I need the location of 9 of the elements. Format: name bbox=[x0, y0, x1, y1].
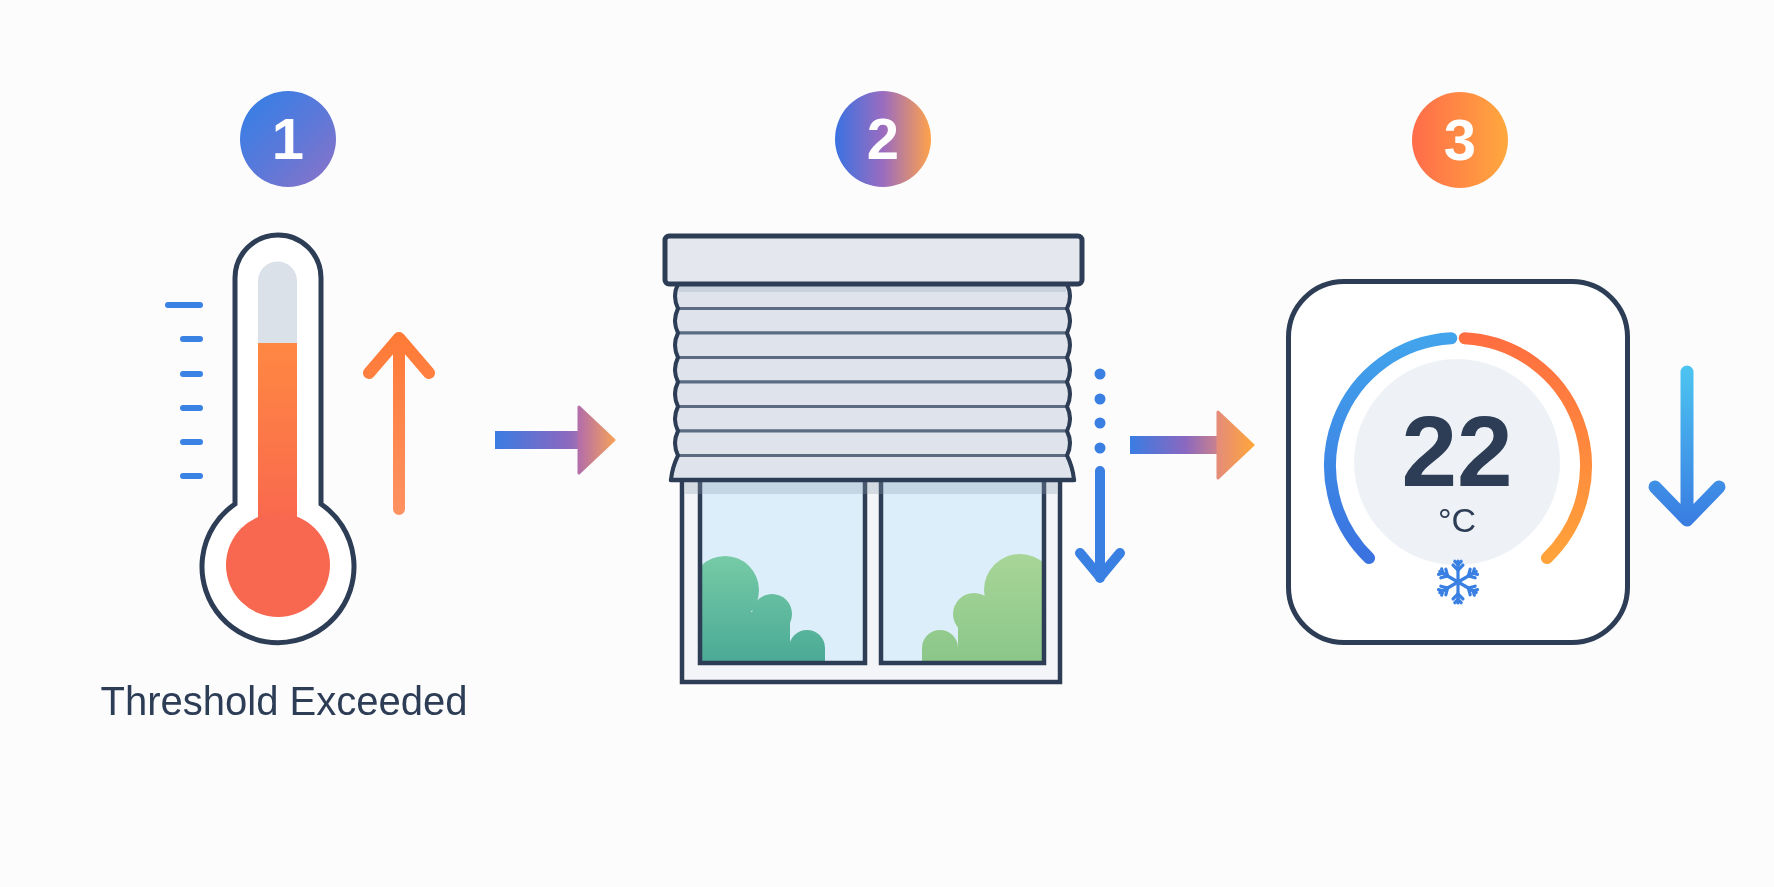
step-caption: Threshold Exceeded bbox=[100, 681, 468, 721]
step-badge: 1 bbox=[240, 91, 336, 187]
step-badge: 2 bbox=[835, 91, 931, 187]
arrow bbox=[495, 405, 616, 475]
thermostat-panel bbox=[1286, 279, 1630, 645]
temperature-unit: °C bbox=[1437, 503, 1477, 537]
arrow bbox=[1130, 410, 1255, 480]
temperature-value: 22 bbox=[1401, 401, 1513, 501]
step-badge: 3 bbox=[1412, 92, 1508, 188]
